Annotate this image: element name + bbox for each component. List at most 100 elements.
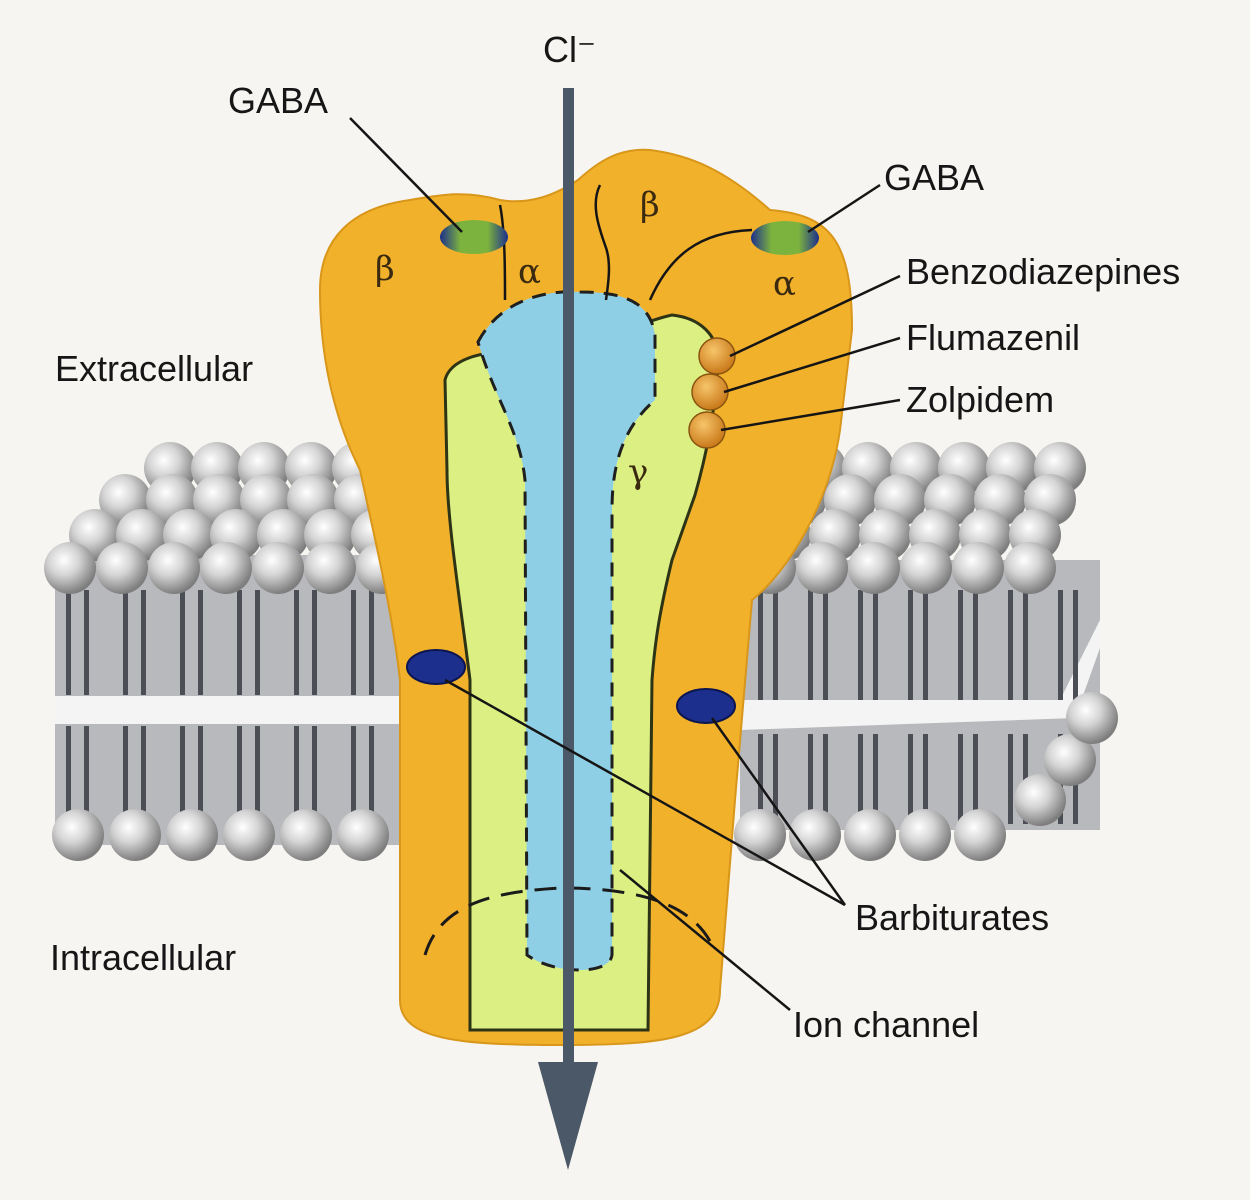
lipid-tail [1058,590,1063,700]
lipid-tail [908,734,913,824]
lipid-tail [141,590,146,695]
lipid-head [52,809,104,861]
label-benzodiazepines: Benzodiazepines [906,251,1180,292]
subunit-boundary [648,228,753,301]
lipid-tail [237,726,242,826]
lipid-head [848,542,900,594]
lipid-tail [858,590,863,700]
lipid-tail [84,590,89,695]
leader-barbiturates-right [710,717,847,906]
lipid-head [252,542,304,594]
gaba-binding-site-right [751,221,819,255]
lipid-tail [758,590,763,700]
lipid-head [789,809,841,861]
barbiturate-binding-site-left [406,649,466,685]
lipid-head [148,542,200,594]
lipid-head [900,542,952,594]
subunit-boundary [498,204,507,301]
lipid-tail [180,726,185,826]
lipid-tail [973,590,978,700]
label-gaba-right: GABA [884,157,984,198]
lipid-tail [873,734,878,824]
lipid-tail [369,590,374,695]
lipid-head [1044,734,1096,786]
label-ion-channel: Ion channel [793,1004,979,1045]
leader-benzodiazepines [729,274,901,358]
lipid-tail [908,590,913,700]
lipid-tail [823,590,828,700]
lipid-tail [312,590,317,695]
lipid-tail [198,726,203,826]
lipid-tail [823,734,828,824]
leader-gaba-left [349,117,463,233]
lipid-tail [123,726,128,826]
arrow-shaft [563,88,574,1078]
lipid-tail [808,590,813,700]
arrow-head [538,1062,598,1170]
lipid-tail [1073,590,1078,700]
lipid-tail [180,590,185,695]
chloride-ion-label: Cl⁻ [543,29,596,70]
lipid-tail [858,734,863,824]
chloride-flow-arrow [538,88,598,1170]
lipid-tail [123,590,128,695]
lipid-tail [958,734,963,824]
lipid-tail [255,726,260,826]
benzodiazepine-binding-site [698,337,736,375]
lipid-tail [369,726,374,826]
lipid-head [304,542,356,594]
lipid-tail [773,734,778,824]
lipid-tail [198,590,203,695]
lipid-tail [351,726,356,826]
lipid-tail [808,734,813,824]
lipid-tail [1008,734,1013,824]
lipid-head [954,809,1006,861]
lipid-tail [1023,590,1028,700]
subunit-alpha-right: α [773,264,796,304]
lipid-tail [923,734,928,824]
lipid-head [109,809,161,861]
lipid-head [200,542,252,594]
lipid-head [844,809,896,861]
lipid-head [1066,692,1118,744]
membrane-midline-right [740,620,1100,730]
lipid-head [734,809,786,861]
lipid-head [1004,542,1056,594]
gaba-binding-site-left [440,220,508,254]
leader-barbiturates-left [444,678,846,907]
label-flumazenil: Flumazenil [906,317,1080,358]
lipid-tail [66,590,71,695]
lipid-tail [312,726,317,826]
label-extracellular: Extracellular [55,348,253,389]
lipid-tail [66,726,71,826]
subunit-alpha-left: α [518,252,541,292]
lipid-tail [758,734,763,824]
subunit-gamma: γ [628,452,648,492]
zolpidem-binding-site [688,411,726,449]
leader-zolpidem [720,398,901,432]
lipid-tail [973,734,978,824]
lipid-tail [773,590,778,700]
lipid-tail [294,590,299,695]
lipid-tail [84,726,89,826]
flumazenil-binding-site [691,373,729,411]
lipid-tails-left [66,590,374,826]
leader-gaba-right [807,183,881,234]
lipid-head [44,542,96,594]
lipid-head [280,809,332,861]
lipid-tail [255,590,260,695]
label-zolpidem: Zolpidem [906,379,1054,420]
lipid-tail [923,590,928,700]
lipid-tail [1008,590,1013,700]
label-intracellular: Intracellular [50,937,236,978]
lipid-tail [294,726,299,826]
lipid-head [899,809,951,861]
lipid-tail [351,590,356,695]
gaba-a-receptor: β α β α γ [318,148,854,1047]
lipid-tail [237,590,242,695]
lipid-head [952,542,1004,594]
subunit-beta-top: β [640,185,660,225]
lipid-head [223,809,275,861]
